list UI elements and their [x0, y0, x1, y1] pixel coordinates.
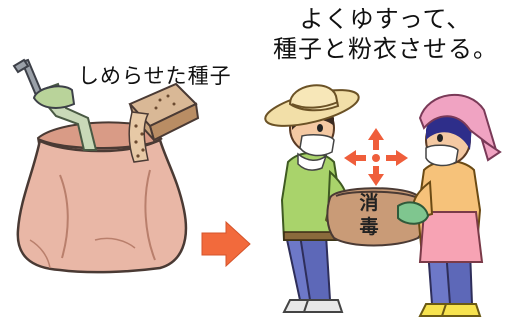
powder-box-icon — [128, 82, 200, 163]
shake-arrows-icon — [344, 128, 408, 186]
right-arrow-icon — [201, 220, 251, 268]
farmer-woman-icon — [397, 93, 502, 317]
seed-bag-icon — [326, 187, 425, 247]
farmer-man-icon — [264, 84, 360, 313]
right-caption-line2: 種子と粉衣させる。 — [273, 35, 498, 63]
water-scoop-icon — [12, 58, 98, 151]
bag-text-char2: 毒 — [359, 216, 379, 238]
right-caption: よくゆすって、 種子と粉衣させる。 — [268, 4, 503, 64]
bag-text-char1: 消 — [359, 192, 379, 214]
left-caption: しめらせた種子 — [78, 64, 232, 88]
sack-icon — [16, 121, 188, 274]
right-caption-line1: よくゆすって、 — [299, 5, 472, 33]
